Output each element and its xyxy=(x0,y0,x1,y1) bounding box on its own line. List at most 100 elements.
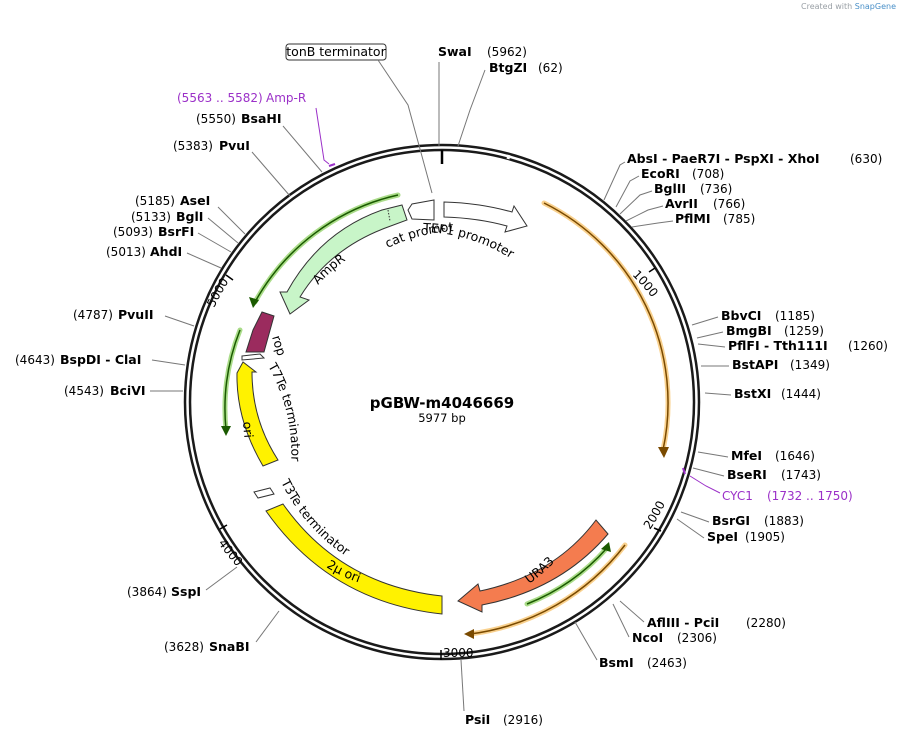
rop-feature[interactable] xyxy=(245,311,275,353)
svg-text:(5185): (5185) xyxy=(135,194,175,208)
svg-text:(2916): (2916) xyxy=(503,713,543,727)
svg-text:(62): (62) xyxy=(538,61,563,75)
enzyme-bmgbi[interactable]: BmgBI (1259) xyxy=(696,323,824,339)
svg-text:PvuI: PvuI xyxy=(219,138,250,153)
tick-3000: 3000 xyxy=(443,646,474,660)
enzyme-pvuii[interactable]: (4787) PvuII xyxy=(73,307,195,327)
enzyme-asei[interactable]: (5185) AseI xyxy=(135,193,246,235)
enzyme-avrii[interactable]: AvrII (766) xyxy=(625,196,745,222)
primer-cyc1[interactable]: CYC1 (1732 .. 1750) xyxy=(682,467,853,503)
enzyme-bglii[interactable]: BglII (736) xyxy=(619,181,732,215)
enzyme-bcivi[interactable]: (4543) BciVI xyxy=(64,383,183,398)
enzyme-tth111i-group[interactable]: PflFI - Tth111I (1260) xyxy=(697,338,888,353)
svg-text:(630): (630) xyxy=(850,152,882,166)
svg-text:(5013): (5013) xyxy=(106,245,146,259)
svg-text:BseRI: BseRI xyxy=(727,467,767,482)
enzyme-snabi[interactable]: (3628) SnaBI xyxy=(164,610,280,654)
primer-amp-r[interactable]: (5563 .. 5582) Amp-R xyxy=(177,91,336,167)
enzyme-ahdi[interactable]: (5013) AhdI xyxy=(106,244,222,269)
ampr-feature[interactable] xyxy=(279,204,408,315)
svg-text:AflIII - PciI: AflIII - PciI xyxy=(647,615,719,630)
svg-text:SwaI: SwaI xyxy=(438,44,472,59)
svg-text:(1185): (1185) xyxy=(775,309,815,323)
enzyme-pvui[interactable]: (5383) PvuI xyxy=(173,138,291,197)
enzyme-bstxi[interactable]: BstXI (1444) xyxy=(704,386,821,401)
svg-text:PflFI - Tth111I: PflFI - Tth111I xyxy=(728,338,828,353)
enzyme-ncoi[interactable]: NcoI (2306) xyxy=(612,603,717,645)
tonb-terminator-callout[interactable]: tonB terminator xyxy=(285,43,433,194)
primer-amp-r-name: Amp-R xyxy=(266,91,306,105)
svg-text:(5383): (5383) xyxy=(173,139,213,153)
svg-text:(1905): (1905) xyxy=(745,530,785,544)
svg-text:(5962): (5962) xyxy=(487,45,527,59)
enzyme-pcii-group[interactable]: AflIII - PciI (2280) xyxy=(619,600,786,630)
svg-text:BspDI - ClaI: BspDI - ClaI xyxy=(60,352,141,367)
tonb-terminator-label: tonB terminator xyxy=(286,44,386,59)
cat-promoter-feature[interactable] xyxy=(407,199,435,221)
green-left-arc xyxy=(221,192,401,436)
rop-label: rop xyxy=(269,333,289,357)
enzyme-swai[interactable]: SwaI (5962) xyxy=(438,44,527,146)
svg-text:(5133): (5133) xyxy=(131,210,171,224)
enzyme-bsmi[interactable]: BsmI (2463) xyxy=(574,621,687,670)
svg-text:PvuII: PvuII xyxy=(118,307,154,322)
svg-text:BbvCI: BbvCI xyxy=(721,308,761,323)
tick-2000: 2000 xyxy=(641,498,668,531)
ura3-feature[interactable] xyxy=(457,519,609,613)
t3te-terminator-feature[interactable] xyxy=(253,487,275,499)
ori-label: ori xyxy=(240,421,256,439)
plasmid-name: pGBW-m4046669 xyxy=(370,394,514,412)
svg-text:(5093): (5093) xyxy=(113,225,153,239)
svg-text:NcoI: NcoI xyxy=(632,630,663,645)
enzyme-sspi[interactable]: (3864) SspI xyxy=(127,566,238,599)
plasmid-backbone xyxy=(183,143,701,661)
enzyme-xhoi-group[interactable]: AbsI - PaeR7I - PspXI - XhoI (630) xyxy=(603,151,882,201)
2mu-ori-feature[interactable] xyxy=(265,503,443,615)
svg-text:AbsI - PaeR7I - PspXI - XhoI: AbsI - PaeR7I - PspXI - XhoI xyxy=(627,151,820,166)
svg-text:BmgBI: BmgBI xyxy=(726,323,772,338)
enzyme-ecori[interactable]: EcoRI (708) xyxy=(615,166,724,208)
svg-text:BsaHI: BsaHI xyxy=(241,111,282,126)
primer-cyc1-name: CYC1 xyxy=(722,489,753,503)
enzyme-bstapi[interactable]: BstAPI (1349) xyxy=(701,357,830,372)
svg-text:AhdI: AhdI xyxy=(150,244,182,259)
t7te-terminator-feature[interactable] xyxy=(241,353,266,361)
svg-text:BsrGI: BsrGI xyxy=(712,513,750,528)
enzyme-bsahi[interactable]: (5550) BsaHI xyxy=(196,111,323,173)
svg-text:(4643): (4643) xyxy=(15,353,55,367)
svg-text:(785): (785) xyxy=(723,212,755,226)
enzyme-bseri[interactable]: BseRI (1743) xyxy=(692,467,821,482)
enzyme-clai-group[interactable]: (4643) BspDI - ClaI xyxy=(15,352,186,367)
svg-text:BstXI: BstXI xyxy=(734,386,771,401)
ori-feature[interactable] xyxy=(236,361,279,467)
svg-text:BciVI: BciVI xyxy=(110,383,146,398)
enzyme-bbvci[interactable]: BbvCI (1185) xyxy=(691,308,815,326)
svg-text:BsrFI: BsrFI xyxy=(158,224,194,239)
svg-text:(3864): (3864) xyxy=(127,585,167,599)
svg-text:AvrII: AvrII xyxy=(665,196,698,211)
svg-text:2000: 2000 xyxy=(641,498,668,531)
svg-text:(708): (708) xyxy=(692,167,724,181)
tef1-promoter-feature[interactable] xyxy=(443,201,528,233)
svg-text:PflMI: PflMI xyxy=(675,211,711,226)
enzyme-bsrfi[interactable]: (5093) BsrFI xyxy=(113,224,232,253)
enzyme-pflmi[interactable]: PflMI (785) xyxy=(631,211,755,228)
svg-text:(2280): (2280) xyxy=(746,616,786,630)
svg-text:(1444): (1444) xyxy=(781,387,821,401)
primer-cyc1-range: (1732 .. 1750) xyxy=(767,489,853,503)
svg-text:BtgZI: BtgZI xyxy=(489,60,527,75)
svg-text:(1743): (1743) xyxy=(781,468,821,482)
primer-amp-r-range: (5563 .. 5582) xyxy=(177,91,263,105)
enzyme-spei[interactable]: SpeI (1905) xyxy=(676,518,785,544)
svg-text:SspI: SspI xyxy=(171,584,201,599)
svg-text:AseI: AseI xyxy=(180,193,210,208)
enzyme-bsrgi[interactable]: BsrGI (1883) xyxy=(680,511,804,528)
enzyme-bgli[interactable]: (5133) BglI xyxy=(131,209,239,244)
enzyme-mfei[interactable]: MfeI (1646) xyxy=(697,448,815,463)
svg-text:(1883): (1883) xyxy=(764,514,804,528)
enzyme-btgzi[interactable]: BtgZI (62) xyxy=(457,60,563,147)
svg-text:(4787): (4787) xyxy=(73,308,113,322)
svg-text:(1260): (1260) xyxy=(848,339,888,353)
enzyme-psii[interactable]: PsiI (2916) xyxy=(460,659,543,727)
